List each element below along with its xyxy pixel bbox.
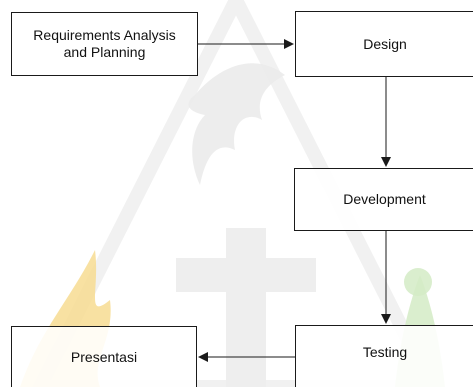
node-testing-label: Testing xyxy=(362,343,408,360)
node-design-label: Design xyxy=(363,35,407,52)
node-development-label: Development xyxy=(343,191,426,207)
watermark-dove xyxy=(188,63,285,185)
watermark-cross-vertical xyxy=(226,228,266,387)
node-testing[interactable]: Testing xyxy=(295,325,473,387)
watermark-cross-horizontal xyxy=(176,258,316,292)
node-requirements-label: Requirements Analysis and Planning xyxy=(33,27,176,60)
watermark-plant-bud xyxy=(404,268,432,296)
node-design[interactable]: Design xyxy=(295,11,473,77)
node-presentasi[interactable]: Presentasi xyxy=(11,326,197,387)
node-development[interactable]: Development xyxy=(294,168,473,231)
node-requirements-analysis[interactable]: Requirements Analysis and Planning xyxy=(11,12,198,76)
node-presentasi-label: Presentasi xyxy=(70,349,138,365)
